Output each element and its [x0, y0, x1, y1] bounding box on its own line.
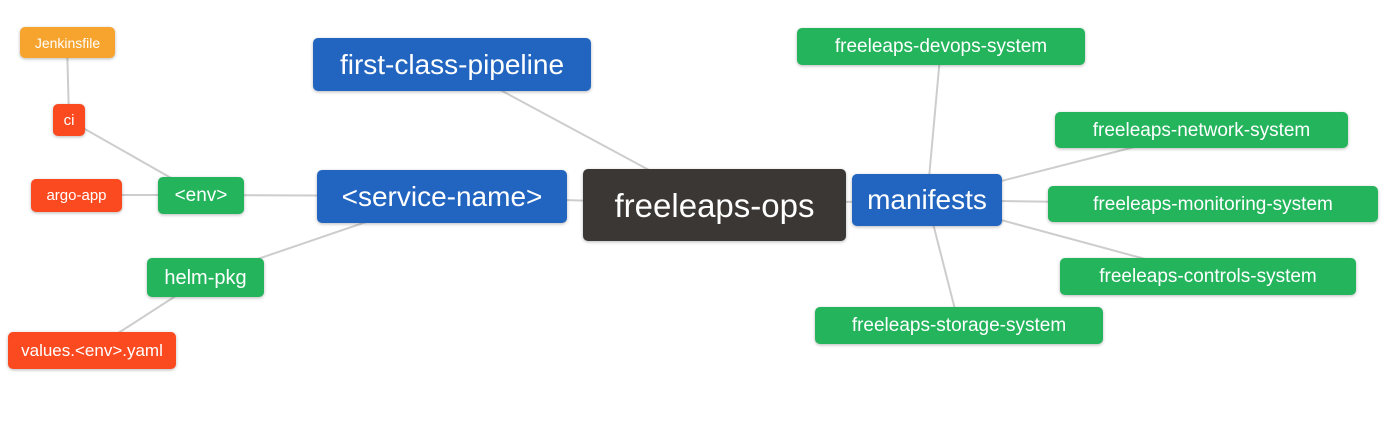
node-ci[interactable]: ci	[53, 104, 85, 136]
node-jenkinsfile[interactable]: Jenkinsfile	[20, 27, 115, 58]
node-freeleaps-controls-system[interactable]: freeleaps-controls-system	[1060, 258, 1356, 295]
node-env[interactable]: <env>	[158, 177, 244, 214]
node-helm-pkg[interactable]: helm-pkg	[147, 258, 264, 297]
node-freeleaps-ops-root[interactable]: freeleaps-ops	[583, 169, 846, 241]
node-values-env-yaml[interactable]: values.<env>.yaml	[8, 332, 176, 369]
node-freeleaps-monitoring-system[interactable]: freeleaps-monitoring-system	[1048, 186, 1378, 222]
node-freeleaps-storage-system[interactable]: freeleaps-storage-system	[815, 307, 1103, 344]
node-freeleaps-devops-system[interactable]: freeleaps-devops-system	[797, 28, 1085, 65]
node-first-class-pipeline[interactable]: first-class-pipeline	[313, 38, 591, 91]
node-freeleaps-network-system[interactable]: freeleaps-network-system	[1055, 112, 1348, 148]
node-argo-app[interactable]: argo-app	[31, 179, 122, 212]
node-manifests[interactable]: manifests	[852, 174, 1002, 226]
node-service-name[interactable]: <service-name>	[317, 170, 567, 223]
